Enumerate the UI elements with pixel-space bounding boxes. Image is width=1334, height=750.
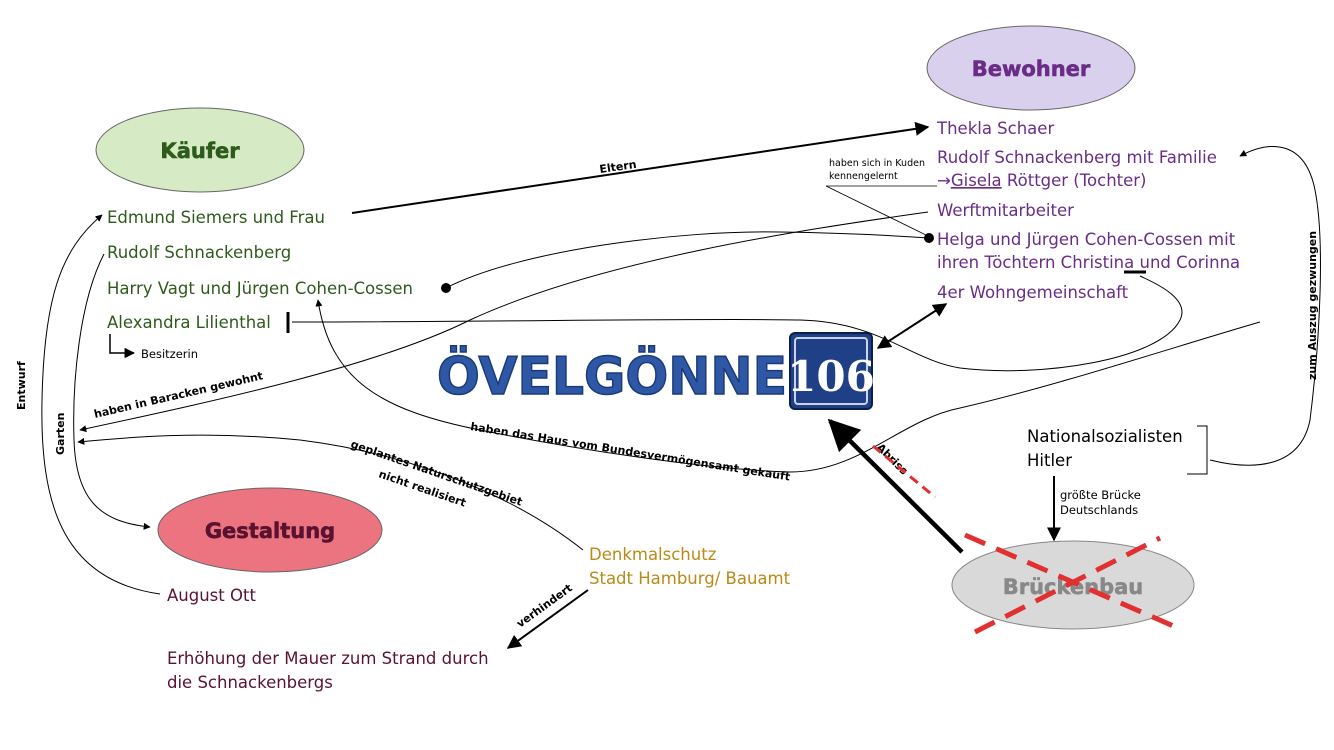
kuden-line-b <box>825 185 929 237</box>
harry-helga-connector <box>445 231 929 289</box>
harry-dot <box>441 283 451 293</box>
gestaltung-title: Gestaltung <box>205 519 335 543</box>
oevelgoenne-title: ÖVELGÖNNE 106 <box>436 332 875 410</box>
wg-title-arrow <box>876 303 948 349</box>
auszug-label: zum Auszug gezwungen <box>1306 231 1319 380</box>
bewohner-gisela-line: →Gisela Röttger (Tochter) <box>937 171 1147 190</box>
garten-label: Garten <box>54 413 67 455</box>
bewohner-helga-1: Helga und Jürgen Cohen-Cossen mit <box>937 230 1236 249</box>
ns-bracket <box>1187 425 1208 475</box>
bewohner-werft: Werftmitarbeiter <box>937 201 1074 220</box>
bewohner-title: Bewohner <box>972 57 1091 81</box>
brueckenbau-title: Brückenbau <box>1003 575 1144 599</box>
bundesvermoegensamt-label: haben das Haus vom Bundesvermögensamt ge… <box>470 420 791 483</box>
bruecke-note-2: Deutschlands <box>1060 503 1138 517</box>
gestaltung-erhoehung-2: die Schnackenbergs <box>167 673 333 692</box>
kaeufer-ellipse: Käufer <box>95 107 305 193</box>
besitzerin-label: Besitzerin <box>141 347 198 361</box>
kuden-note-2: kennengelernt <box>829 171 898 182</box>
title-word: ÖVELGÖNNE <box>437 345 787 407</box>
bewohner-ellipse: Bewohner <box>926 25 1136 111</box>
entwurf-arrow <box>41 214 161 595</box>
auszug-arrow <box>1209 146 1321 466</box>
eltern-arrow <box>351 121 930 214</box>
eltern-label: Eltern <box>599 158 638 176</box>
house-number: 106 <box>787 352 875 401</box>
denkmal-line2: Stadt Hamburg/ Bauamt <box>589 569 791 588</box>
entwurf-label: Entwurf <box>15 361 28 410</box>
helga-dot <box>924 233 934 243</box>
ns-line2: Hitler <box>1027 451 1072 470</box>
bundesvermoegensamt-connector <box>315 299 1261 473</box>
baracken-label: haben in Baracken gewohnt <box>93 369 264 421</box>
naturschutz-arrow <box>77 434 584 551</box>
besitzerin-connector <box>109 334 136 359</box>
house-number-plate <box>789 332 873 410</box>
verhindert-arrow <box>506 589 589 649</box>
baracken-arrow <box>79 211 929 433</box>
kaeufer-harry: Harry Vagt und Jürgen Cohen-Cossen <box>107 279 413 298</box>
alexandra-christina-connector <box>291 275 1183 372</box>
abriss-arrow <box>827 418 964 554</box>
kaeufer-rudolf: Rudolf Schnackenberg <box>107 243 291 262</box>
bewohner-helga-2: ihren Töchtern Christina und Corinna <box>937 253 1240 272</box>
denkmal-line1: Denkmalschutz <box>589 545 716 564</box>
kaeufer-alexandra: Alexandra Lilienthal <box>107 313 271 332</box>
ns-line1: Nationalsozialisten <box>1027 427 1183 446</box>
bruecke-note-1: größte Brücke <box>1060 488 1141 502</box>
kuden-note-1: haben sich in Kuden <box>829 158 925 169</box>
bewohner-rudolf-familie: Rudolf Schnackenberg mit Familie <box>937 148 1217 167</box>
gestaltung-erhoehung-1: Erhöhung der Mauer zum Strand durch <box>167 649 489 668</box>
gestaltung-august: August Ott <box>167 586 256 605</box>
cross-line-2 <box>973 535 1162 635</box>
garten-arrow <box>73 253 151 530</box>
gestaltung-ellipse: Gestaltung <box>157 487 383 573</box>
bewohner-thekla: Thekla Schaer <box>936 119 1054 138</box>
brueckenbau-ellipse: Brückenbau <box>951 532 1195 635</box>
kaeufer-edmund: Edmund Siemers und Frau <box>107 208 325 227</box>
abriss-cross-line <box>872 444 936 499</box>
kaeufer-title: Käufer <box>160 139 240 163</box>
bewohner-wg: 4er Wohngemeinschaft <box>937 283 1129 302</box>
